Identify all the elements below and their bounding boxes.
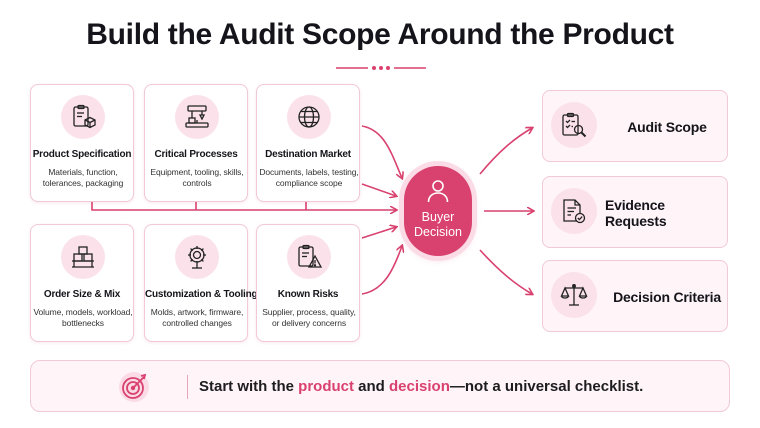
hub-label-line2: Decision <box>414 225 462 239</box>
output-decision-criteria: Decision Criteria <box>542 260 728 332</box>
document-check-icon <box>563 199 586 224</box>
banner-highlight-product: product <box>298 378 354 395</box>
target-icon <box>119 372 149 402</box>
banner-text: Start with the product and decision—not … <box>199 378 644 395</box>
card-title: Customization & Tooling <box>145 289 258 300</box>
buyer-decision-hub: Buyer Decision <box>404 166 472 256</box>
page-title: Build the Audit Scope Around the Product <box>86 18 674 51</box>
input-card-order-size-mix: Order Size & Mix Volume, models, workloa… <box>30 224 134 342</box>
bottom-banner: Start with the product and decision—not … <box>30 360 730 412</box>
output-label: Evidence Requests <box>605 197 667 229</box>
hub-label-line1: Buyer <box>421 210 455 224</box>
clipboard-warning-icon <box>298 244 323 268</box>
output-label: Audit Scope <box>627 119 707 135</box>
banner-highlight-decision: decision <box>389 378 450 395</box>
card-description: Materials, function, tolerances, packagi… <box>42 167 124 188</box>
card-description: Supplier, process, quality, or delivery … <box>262 307 356 328</box>
machine-arm-icon <box>185 105 209 128</box>
clipboard-magnifier-icon <box>562 112 587 138</box>
output-audit-scope: Audit Scope <box>542 90 728 162</box>
gear-icon <box>188 246 206 269</box>
input-card-known-risks: Known Risks Supplier, process, quality, … <box>256 224 360 342</box>
balance-scale-icon <box>560 284 588 306</box>
banner-divider <box>187 375 188 399</box>
card-description: Volume, models, workload, bottlenecks <box>33 307 133 328</box>
person-icon <box>427 180 449 203</box>
output-evidence-requests: Evidence Requests <box>542 176 728 248</box>
clipboard-box-icon <box>73 104 96 129</box>
title-divider <box>336 66 426 70</box>
stacked-boxes-icon <box>72 246 94 268</box>
card-description: Documents, labels, testing, compliance s… <box>259 167 359 188</box>
card-title: Product Specification <box>32 149 132 160</box>
card-title: Known Risks <box>277 289 339 300</box>
input-card-product-specification: Product Specification Materials, functio… <box>30 84 134 202</box>
input-card-customization-tooling: Customization & Tooling Molds, artwork, … <box>144 224 258 342</box>
card-description: Equipment, tooling, skills, controls <box>150 167 244 188</box>
card-title: Critical Processes <box>154 149 238 160</box>
card-title: Destination Market <box>265 149 351 160</box>
globe-icon <box>298 106 320 128</box>
input-card-destination-market: Destination Market Documents, labels, te… <box>256 84 360 202</box>
output-label: Decision Criteria <box>613 289 721 305</box>
input-card-critical-processes: Critical Processes Equipment, tooling, s… <box>144 84 248 202</box>
card-description: Molds, artwork, firmware, controlled cha… <box>150 307 244 328</box>
card-title: Order Size & Mix <box>43 289 121 300</box>
